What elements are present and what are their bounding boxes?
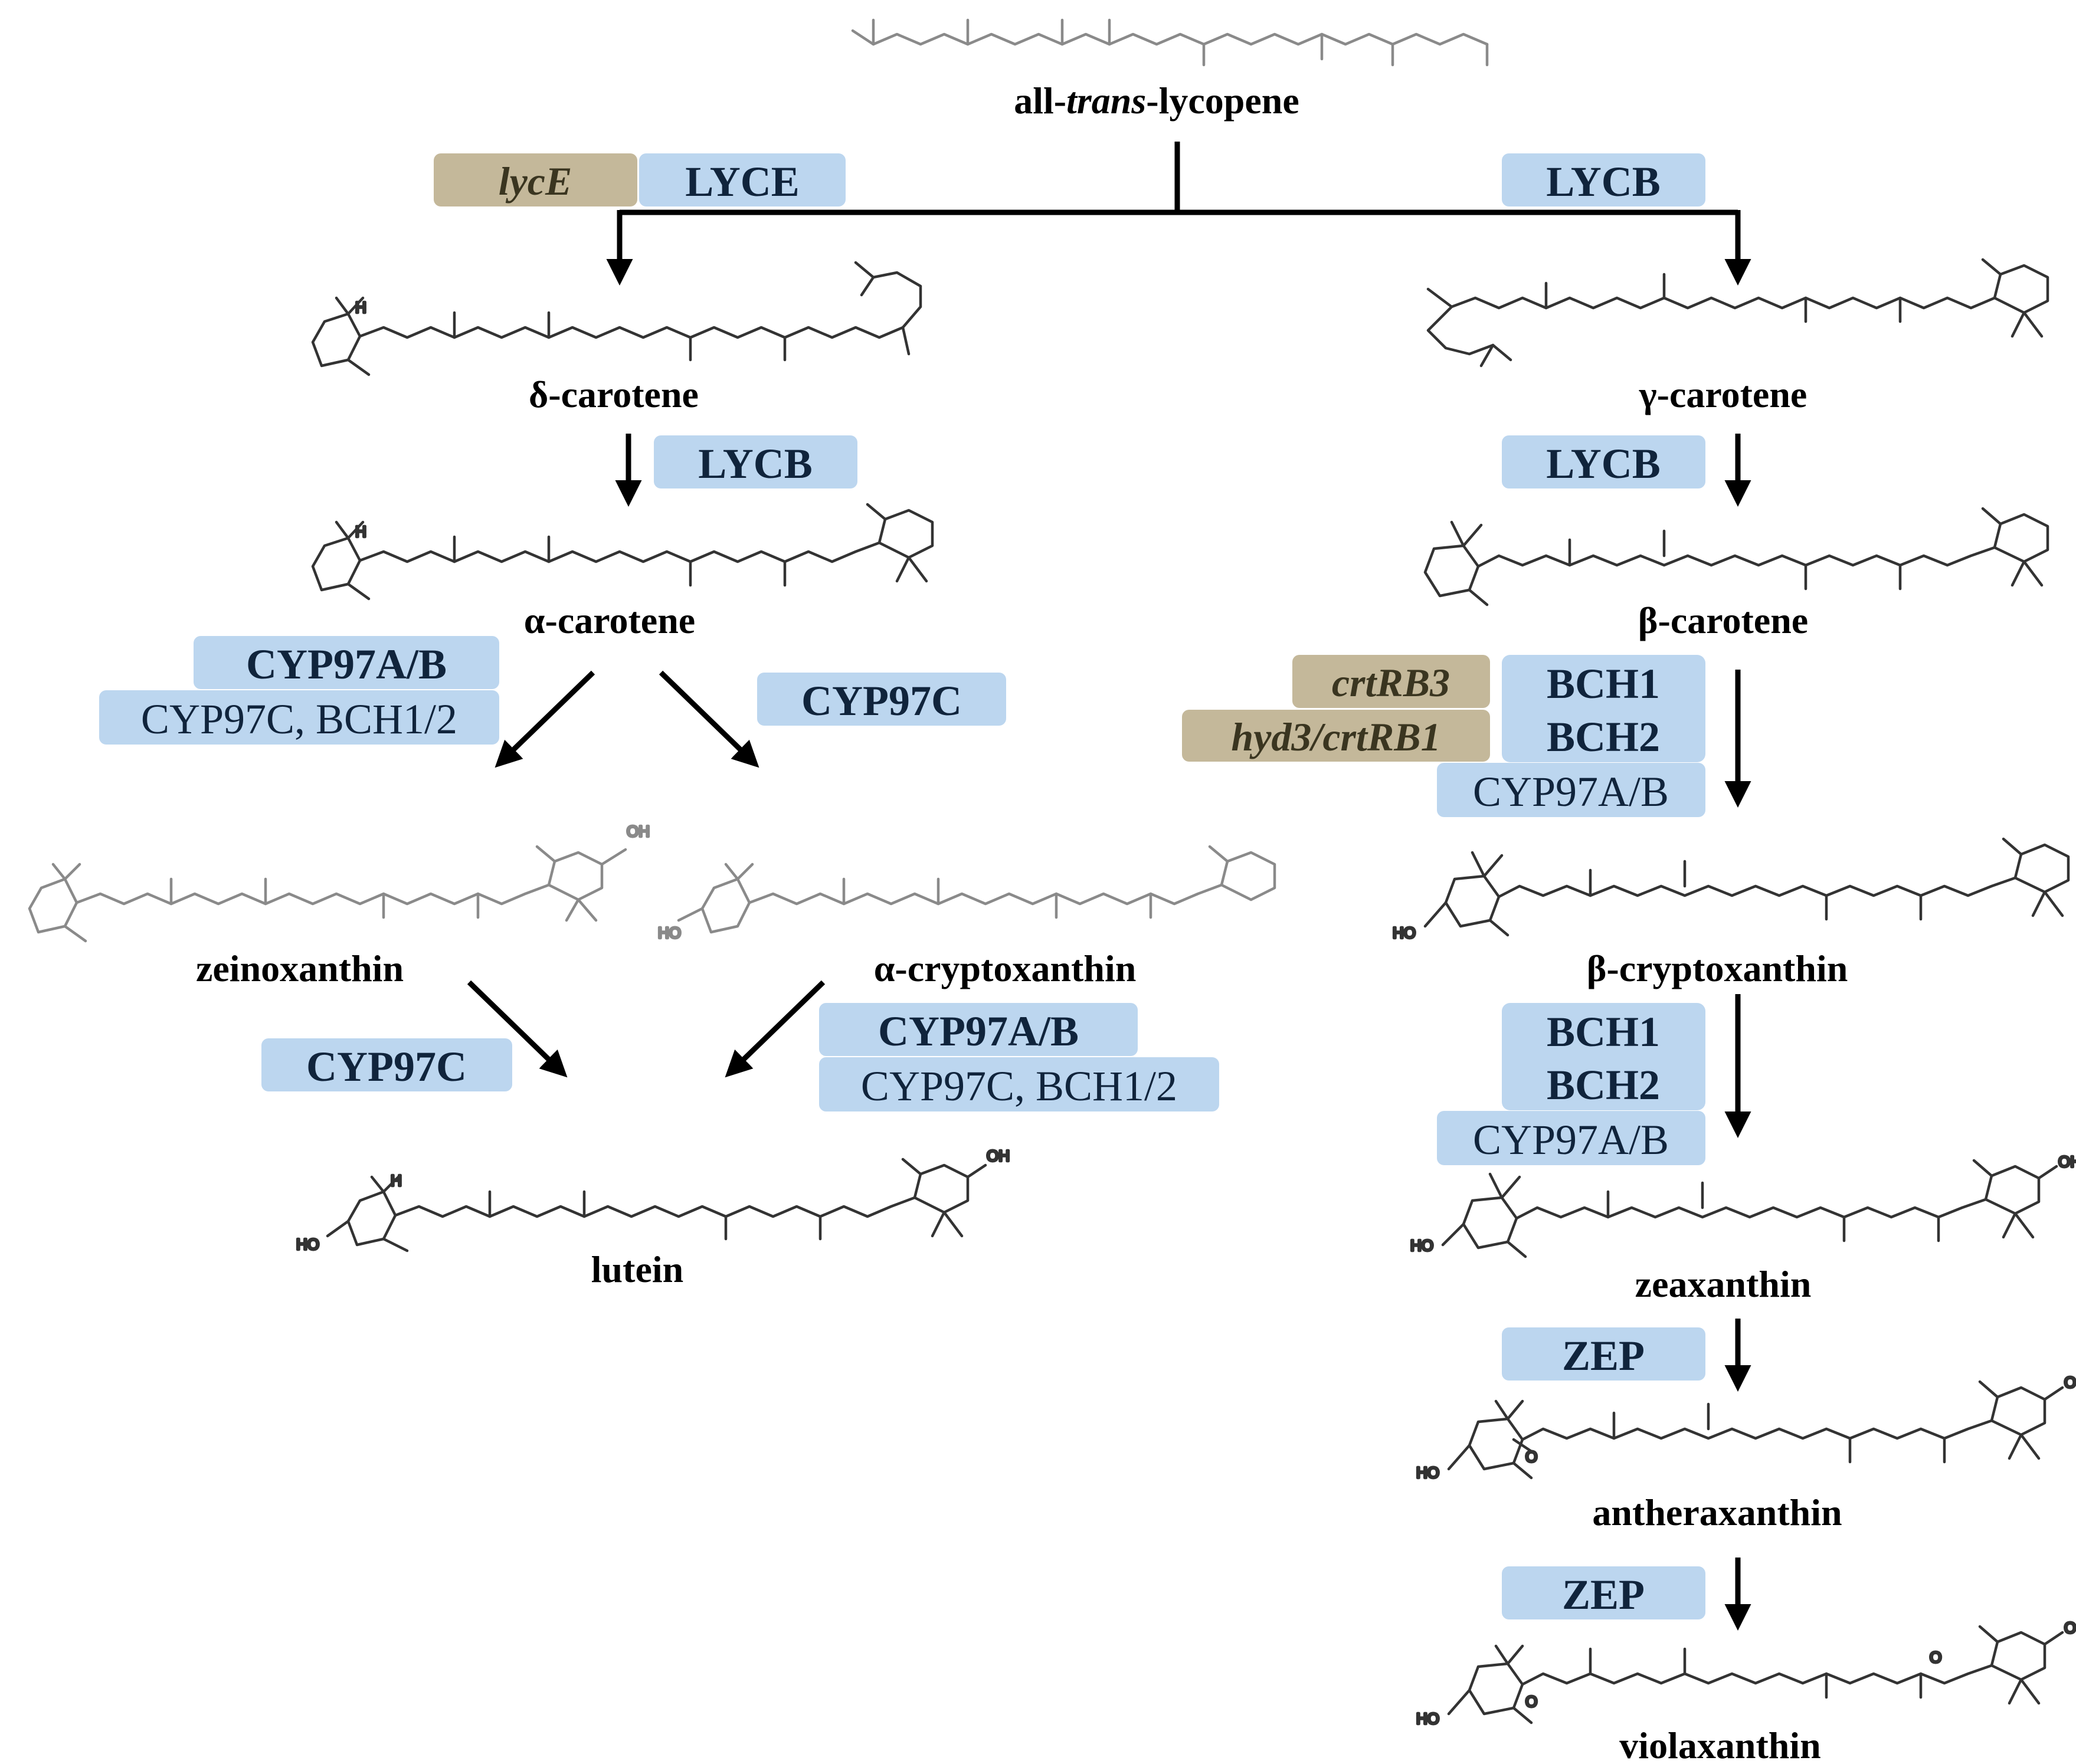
enzyme-box-cyp97c-bch12-alpha: CYP97C, BCH1/2 [99, 690, 499, 745]
h-label: H [391, 1172, 402, 1189]
o-label: O [1525, 1693, 1537, 1710]
beta-cryptoxanthin-structure: HO [1391, 837, 2070, 943]
alpha-carotene-structure: H [311, 503, 934, 601]
enzyme-box-zep-anth: ZEP [1502, 1566, 1705, 1619]
oh-label: OH [2064, 1619, 2076, 1637]
compound-label-violaxanthin: violaxanthin [1619, 1724, 1820, 1764]
enzyme-label: CYP97A/B [1473, 1116, 1669, 1163]
enzyme-box-cyp97ab-acrypto: CYP97A/B [819, 1003, 1138, 1056]
lutein-structure: OH HO H [295, 1146, 1011, 1255]
arrow-alpha-to-zeinoxanthin [495, 670, 595, 768]
gene-box-lyce: lycE [434, 153, 637, 206]
pathway-arrows [467, 142, 1751, 1631]
enzyme-box-cyp97c-zein: CYP97C [261, 1038, 512, 1091]
gamma-carotene-structure [1426, 258, 2049, 368]
compound-label-beta-carotene: β-carotene [1638, 599, 1808, 641]
zeinoxanthin-structure: OH [28, 821, 651, 943]
gene-box-hyd3-crtrb1: hyd3/crtRB1 [1182, 710, 1490, 762]
o-label: O [1525, 1448, 1537, 1465]
enzyme-box-bch12-beta: BCH1 BCH2 [1502, 655, 1705, 762]
enzyme-label: LYCB [1546, 440, 1660, 487]
enzyme-label: CYP97C, BCH1/2 [141, 696, 457, 743]
enzyme-label: LYCB [698, 440, 812, 487]
delta-carotene-structure: H [311, 261, 922, 376]
compound-label-zeaxanthin: zeaxanthin [1635, 1263, 1812, 1305]
enzyme-label: BCH1 [1547, 1008, 1660, 1055]
zeaxanthin-structure: OH HO [1409, 1152, 2076, 1258]
enzyme-label: CYP97A/B [1473, 768, 1669, 815]
beta-carotene-structure [1423, 507, 2049, 606]
enzyme-box-lycb-gamma: LYCB [1502, 435, 1705, 488]
lycopene-italic: trans [1066, 80, 1146, 122]
enzyme-box-zep-zea: ZEP [1502, 1327, 1705, 1381]
compound-label-delta-carotene: δ-carotene [529, 373, 699, 415]
compound-label-zeinoxanthin: zeinoxanthin [196, 947, 404, 989]
gene-label: lycE [499, 159, 572, 204]
ho-label: HO [658, 924, 681, 942]
compound-label-gamma-carotene: γ-carotene [1639, 373, 1808, 415]
ho-label: HO [1416, 1464, 1439, 1481]
lycopene-prefix: all- [1014, 80, 1066, 122]
arrow-alpha-cryptoxanthin-to-lutein [725, 980, 826, 1078]
enzyme-label: BCH1 [1547, 660, 1660, 707]
ho-label: HO [296, 1235, 319, 1253]
ho-label: HO [1393, 924, 1416, 942]
enzyme-box-cyp97ab-beta: CYP97A/B [1437, 763, 1705, 817]
enzyme-label: CYP97C [801, 677, 962, 724]
enzyme-label: CYP97C [306, 1043, 467, 1090]
ho-label: HO [1410, 1237, 1433, 1254]
oh-label: OH [2058, 1153, 2076, 1170]
compound-label-beta-cryptoxanthin: β-cryptoxanthin [1587, 947, 1848, 989]
antheraxanthin-structure: OH HO O [1415, 1372, 2076, 1483]
enzyme-label: ZEP [1562, 1571, 1645, 1618]
enzyme-box-lycb-top: LYCB [1502, 153, 1705, 206]
lycopene-suffix: -lycopene [1146, 80, 1299, 122]
o-label: O [1930, 1648, 1941, 1666]
oh-label: OH [2064, 1373, 2076, 1391]
enzyme-label: ZEP [1562, 1332, 1645, 1379]
enzyme-label: LYCE [685, 158, 799, 205]
enzyme-box-bch12-bcrypto: BCH1 BCH2 [1502, 1003, 1705, 1110]
enzyme-box-cyp97ab-bcrypto: CYP97A/B [1437, 1111, 1705, 1165]
lycopene-structure [851, 18, 1489, 67]
enzyme-box-lycb-delta: LYCB [654, 435, 857, 488]
enzyme-label: CYP97A/B [246, 641, 447, 688]
compound-label-lutein: lutein [591, 1248, 683, 1290]
gene-label: crtRB3 [1332, 660, 1450, 705]
enzyme-box-cyp97ab-alpha: CYP97A/B [194, 636, 499, 689]
violaxanthin-structure: OH HO O O [1415, 1618, 2076, 1729]
h-label: H [355, 299, 366, 316]
enzyme-label: CYP97C, BCH1/2 [861, 1063, 1177, 1110]
compound-label-alpha-carotene: α-carotene [524, 599, 695, 641]
arrow-zeinoxanthin-to-lutein [467, 980, 568, 1078]
compound-label-antheraxanthin: antheraxanthin [1592, 1491, 1842, 1533]
arrow-alpha-to-alpha-cryptoxanthin [659, 670, 759, 768]
enzyme-label: CYP97A/B [878, 1008, 1079, 1055]
enzyme-box-cyp97c-alpha: CYP97C [757, 673, 1006, 726]
compound-label-alpha-cryptoxanthin: α-cryptoxanthin [874, 947, 1137, 989]
gene-box-crtrb3: crtRB3 [1292, 655, 1490, 708]
oh-label: OH [627, 822, 650, 840]
enzyme-label: LYCB [1546, 158, 1660, 205]
alpha-cryptoxanthin-structure: HO [657, 845, 1276, 943]
gene-label: hyd3/crtRB1 [1231, 714, 1440, 759]
enzyme-box-lyce: LYCE [639, 153, 846, 206]
enzyme-box-cyp97c-bch12-acrypto: CYP97C, BCH1/2 [819, 1057, 1219, 1111]
oh-label: OH [987, 1147, 1010, 1165]
h-label: H [355, 523, 366, 540]
ho-label: HO [1416, 1710, 1439, 1727]
enzyme-label: BCH2 [1547, 713, 1660, 760]
enzyme-label: BCH2 [1547, 1061, 1660, 1109]
compound-label-lycopene: all-trans-lycopene [1014, 80, 1299, 122]
